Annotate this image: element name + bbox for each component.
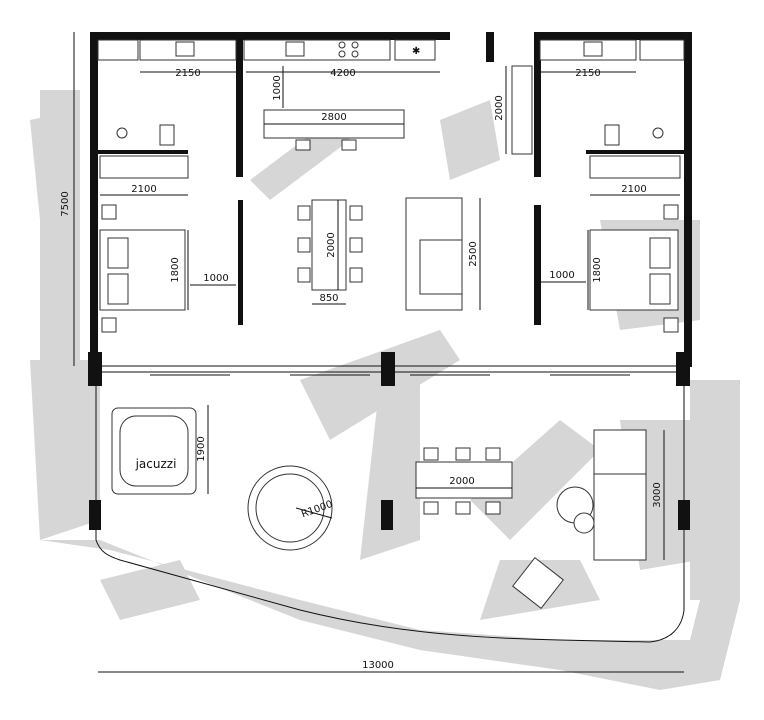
dim-right-closet: 2000 [494, 95, 505, 120]
dim-table-width: 850 [319, 293, 338, 304]
dimension-lines [73, 32, 684, 673]
shadow-layer [30, 90, 740, 690]
dim-island-length: 2800 [321, 112, 346, 123]
dim-left-bed: 1800 [170, 257, 181, 282]
left-bedroom [99, 124, 189, 333]
terrace-outline [95, 386, 685, 643]
dim-right-bed: 1800 [592, 257, 603, 282]
right-bedroom [511, 65, 681, 333]
dim-left-counter: 2150 [175, 68, 200, 79]
glazing [100, 365, 680, 376]
dim-kitchen-depth: 1000 [272, 75, 283, 100]
dim-sofa-length: 2500 [468, 241, 479, 266]
dim-left-wardrobe: 2100 [131, 184, 156, 195]
dim-right-counter: 2150 [575, 68, 600, 79]
svg-text:✱: ✱ [412, 46, 420, 57]
dim-kitchen-counter: 4200 [330, 68, 355, 79]
living-area [297, 197, 463, 311]
dim-terrace-sofa: 3000 [652, 482, 663, 507]
dim-terrace-table: 2000 [449, 476, 474, 487]
dim-table-length: 2000 [326, 232, 337, 257]
dim-right-wardrobe: 2100 [621, 184, 646, 195]
dim-overall-depth: 7500 [60, 191, 71, 216]
kitchen: ✱ [97, 39, 685, 151]
dim-right-bed-clearance: 1000 [549, 270, 574, 281]
jacuzzi-label: jacuzzi [135, 457, 177, 471]
dim-jacuzzi-size: 1900 [196, 436, 207, 461]
dim-overall-width: 13000 [362, 660, 394, 671]
dim-left-bed-clearance: 1000 [203, 273, 228, 284]
terrace-furniture [111, 407, 647, 609]
